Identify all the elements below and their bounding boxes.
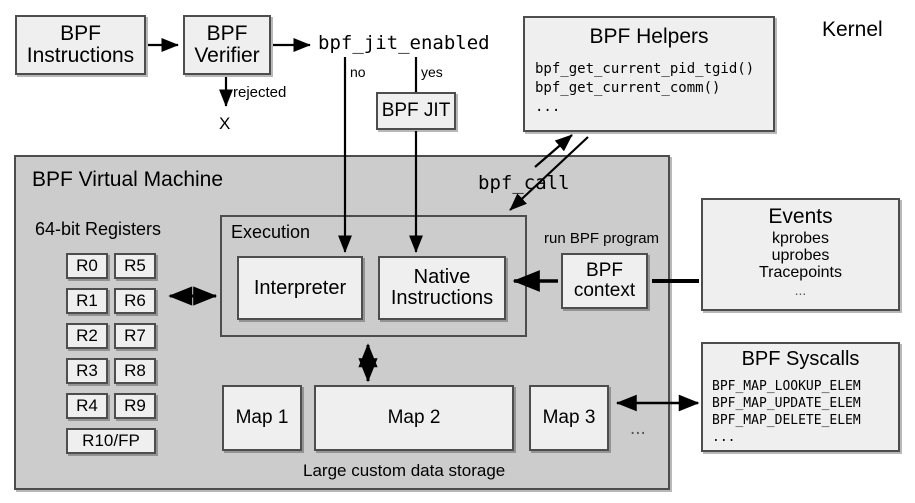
register-r9: R9	[114, 393, 156, 419]
bpf-instructions-line2: Instructions	[26, 44, 135, 67]
bpf-syscall-1: BPF_MAP_UPDATE_ELEM	[712, 395, 861, 411]
events-title: Events	[768, 205, 833, 228]
bpf-instructions-line1: BPF	[60, 21, 101, 45]
bpf-jit-label: BPF JIT	[381, 100, 451, 122]
bpf-helper-fn-0: bpf_get_current_pid_tgid()	[535, 61, 755, 78]
branch-no-label: no	[350, 64, 366, 80]
bpf-helpers-box: BPF Helpers bpf_get_current_pid_tgid() b…	[523, 16, 775, 132]
register-r0: R0	[66, 253, 108, 279]
bpf-syscall-2: BPF_MAP_DELETE_ELEM	[712, 412, 861, 428]
register-r2: R2	[66, 323, 108, 349]
map-3-box: Map 3	[529, 385, 609, 451]
bpf-helper-fn-2: ...	[535, 98, 561, 115]
map-1-label: Map 1	[235, 407, 289, 429]
bpf-verifier-line2: Verifier	[194, 44, 260, 67]
bpf-instructions-box: BPF Instructions	[15, 15, 146, 75]
rejected-label: rejected	[233, 84, 287, 101]
interpreter-label: Interpreter	[253, 276, 347, 299]
registers-title: 64-bit Registers	[35, 219, 162, 239]
bpf-helper-fn-1: bpf_get_current_comm()	[535, 79, 721, 96]
events-item-2: Tracepoints	[759, 263, 842, 281]
bpf-call-label: bpf_call	[478, 172, 570, 194]
register-r5: R5	[114, 253, 156, 279]
bpf-context-box: BPF context	[561, 253, 648, 309]
bpf-context-line2: context	[573, 280, 636, 301]
events-item-0: kprobes	[772, 230, 829, 248]
register-r7: R7	[114, 323, 156, 349]
register-r1: R1	[66, 288, 108, 314]
bpf-jit-enabled-label: bpf_jit_enabled	[318, 32, 490, 54]
bpf-verifier-box: BPF Verifier	[183, 15, 271, 75]
kernel-label: Kernel	[822, 18, 883, 41]
native-instructions-box: Native Instructions	[378, 256, 506, 320]
bpf-context-line1: BPF	[586, 260, 623, 282]
map-1-box: Map 1	[222, 385, 302, 451]
maps-ellipsis: ...	[630, 418, 646, 439]
map-2-box: Map 2	[314, 385, 514, 451]
bpf-jit-box: BPF JIT	[376, 92, 456, 130]
register-r6: R6	[114, 288, 156, 314]
bpf-syscall-0: BPF_MAP_LOOKUP_ELEM	[712, 379, 861, 394]
branch-yes-label: yes	[421, 64, 443, 80]
vm-title: BPF Virtual Machine	[32, 168, 224, 191]
register-r10-fp: R10/FP	[66, 428, 156, 454]
run-bpf-program-label: run BPF program	[544, 230, 660, 247]
map-2-label: Map 2	[387, 407, 441, 429]
bpf-helpers-title: BPF Helpers	[589, 25, 709, 48]
events-box: Events kprobes uprobes Tracepoints ...	[701, 198, 900, 311]
native-instructions-line1: Native	[413, 266, 471, 288]
bpf-syscalls-title: BPF Syscalls	[741, 348, 860, 370]
map-3-label: Map 3	[542, 407, 596, 429]
register-r8: R8	[114, 358, 156, 384]
events-item-1: uprobes	[771, 246, 830, 264]
execution-title: Execution	[231, 222, 311, 242]
register-r3: R3	[66, 358, 108, 384]
bpf-verifier-line1: BPF	[206, 21, 248, 45]
rejected-x-mark: X	[219, 114, 231, 133]
storage-label: Large custom data storage	[303, 461, 506, 480]
bpf-syscalls-box: BPF Syscalls BPF_MAP_LOOKUP_ELEM BPF_MAP…	[701, 342, 900, 452]
events-item-3: ...	[794, 282, 807, 299]
native-instructions-line2: Instructions	[390, 287, 494, 309]
bpf-syscall-3: ...	[712, 429, 736, 445]
interpreter-box: Interpreter	[237, 256, 363, 320]
register-r4: R4	[66, 393, 108, 419]
